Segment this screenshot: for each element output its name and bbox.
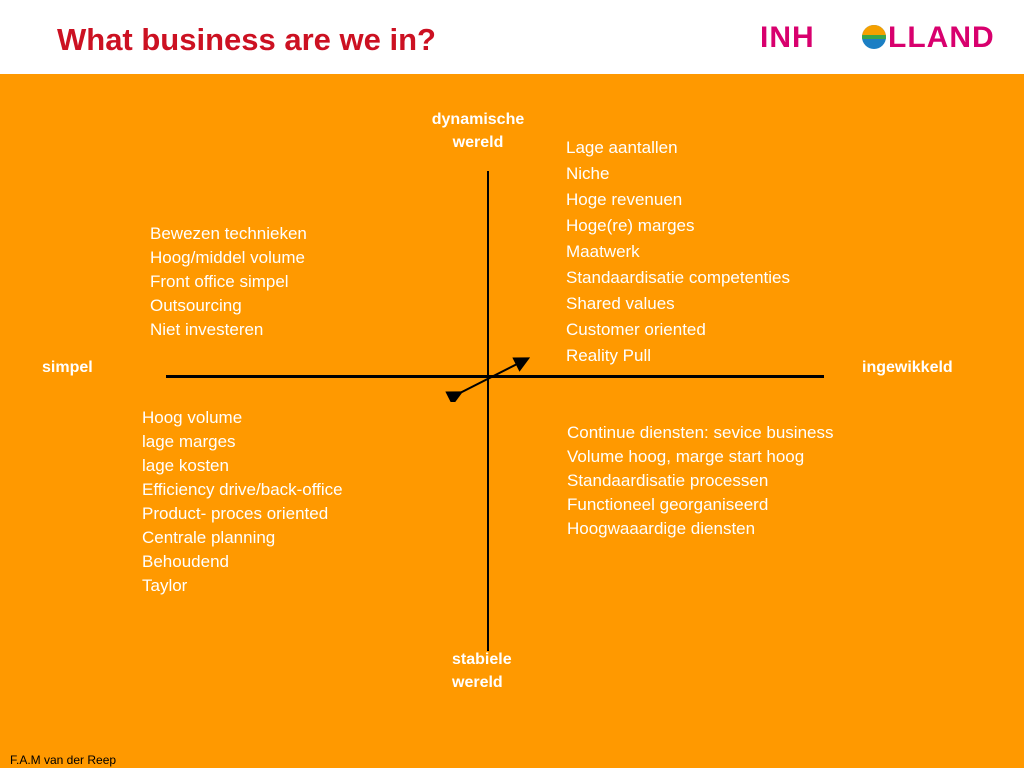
list-item: lage marges	[142, 432, 236, 451]
list-item: Taylor	[142, 576, 188, 595]
quadrant-top-right: Lage aantallen Niche Hoge revenuen Hoge(…	[566, 135, 790, 369]
list-item: Lage aantallen	[566, 138, 678, 157]
axis-label-bottom: stabiele wereld	[446, 648, 542, 694]
axis-label-right: ingewikkeld	[862, 359, 953, 376]
list-item: Bewezen technieken	[150, 224, 307, 243]
list-item: Hoog volume	[142, 408, 243, 427]
axis-label-bottom-line-2: wereld	[452, 674, 503, 691]
axis-label-left: simpel	[42, 359, 93, 376]
inholland-logo: INH LLAND	[760, 22, 1000, 54]
list-item: Continue diensten: sevice business	[567, 423, 834, 442]
axis-label-bottom-line-1: stabiele	[452, 651, 512, 668]
axis-label-top: dynamische wereld	[418, 108, 538, 154]
list-item: Shared values	[566, 294, 675, 313]
diagonal-double-arrow	[445, 357, 531, 402]
list-item: Customer oriented	[566, 320, 706, 339]
quadrant-bottom-right: Continue diensten: sevice business Volum…	[567, 421, 834, 541]
list-item: Front office simpel	[150, 272, 289, 291]
diagram-area: dynamische wereld stabiele wereld simpel…	[0, 74, 1024, 768]
slide-title: What business are we in?	[57, 22, 436, 57]
list-item: Maatwerk	[566, 242, 640, 261]
quadrant-top-left: Bewezen technieken Hoog/middel volume Fr…	[150, 222, 307, 342]
list-item: Centrale planning	[142, 528, 276, 547]
list-item: Hoog/middel volume	[150, 248, 305, 267]
axis-label-top-line-2: wereld	[452, 134, 504, 151]
list-item: Hoge(re) marges	[566, 216, 695, 235]
list-item: Standaardisatie processen	[567, 471, 769, 490]
slide-footer: F.A.M van der Reep	[10, 753, 117, 767]
list-item: Hoogwaaardige diensten	[567, 519, 756, 538]
list-item: lage kosten	[142, 456, 229, 475]
axis-label-top-line-1: dynamische	[431, 111, 525, 128]
list-item: Outsourcing	[150, 296, 242, 315]
list-item: Efficiency drive/back-office	[142, 480, 343, 499]
quadrant-bottom-left: Hoog volume lage marges lage kosten Effi…	[142, 406, 343, 598]
list-item: Product- proces oriented	[142, 504, 329, 523]
list-item: Niet investeren	[150, 320, 264, 339]
list-item: Niche	[566, 164, 610, 183]
logo-text-left: INH	[760, 21, 815, 54]
list-item: Hoge revenuen	[566, 190, 683, 209]
slide-header: What business are we in? INH LLAND	[0, 0, 1024, 74]
list-item: Standaardisatie competenties	[566, 268, 790, 287]
logo-globe-icon	[862, 25, 886, 49]
list-item: Reality Pull	[566, 346, 652, 365]
list-item: Behoudend	[142, 552, 229, 571]
list-item: Volume hoog, marge start hoog	[567, 447, 805, 466]
vertical-axis	[487, 171, 489, 651]
logo-text-right: LLAND	[888, 21, 995, 54]
list-item: Functioneel georganiseerd	[567, 495, 769, 514]
